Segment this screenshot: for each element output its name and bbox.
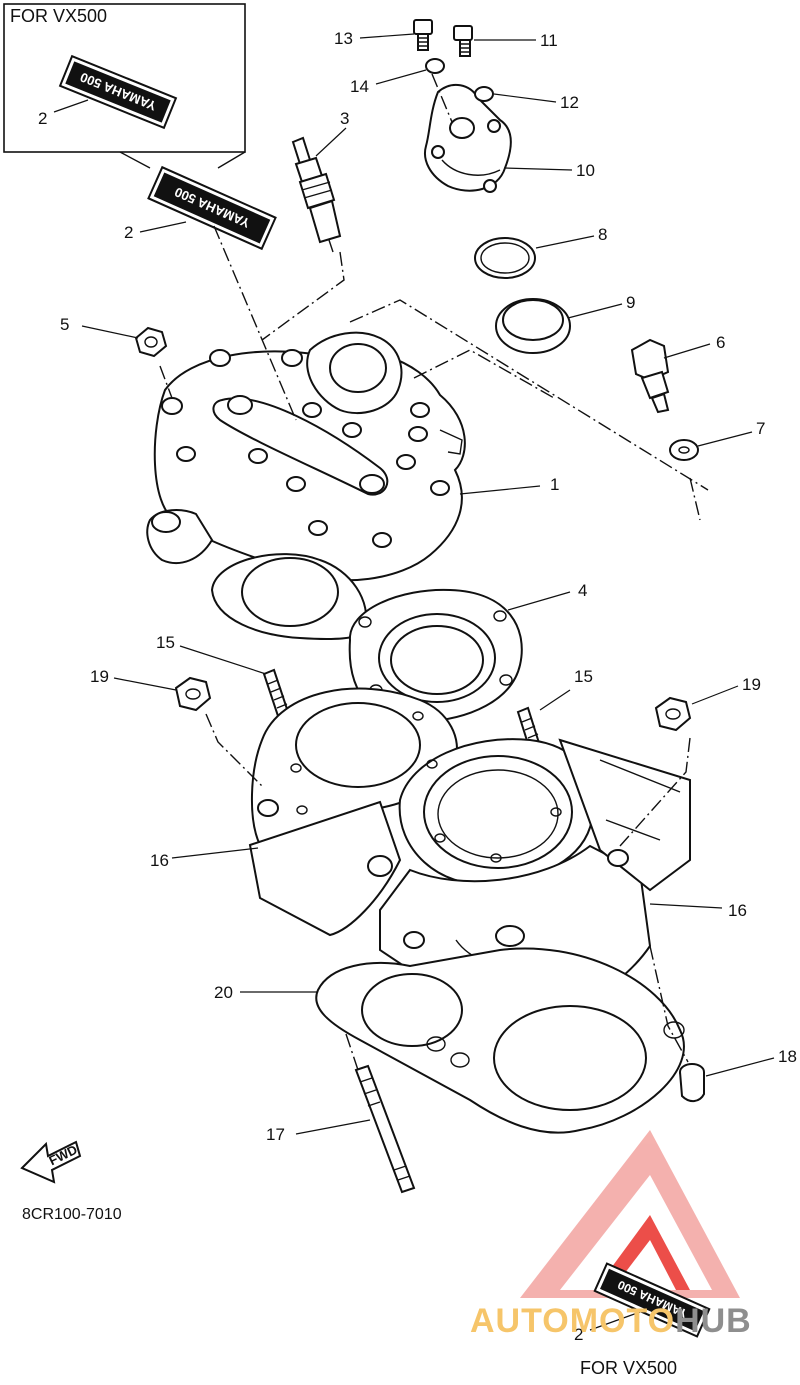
assembly-lines — [159, 73, 709, 1071]
callout-8: 8 — [598, 225, 607, 244]
decal-main: YAMAHA 500 — [147, 165, 277, 251]
callout-16-left: 16 — [150, 851, 169, 870]
callout-13: 13 — [334, 29, 353, 48]
head-gasket-right — [348, 588, 523, 724]
nut-19-right — [654, 696, 692, 732]
callout-2-inset: 2 — [38, 109, 47, 128]
spark-plug — [291, 136, 342, 253]
callout-4: 4 — [578, 581, 587, 600]
callout-11: 11 — [540, 31, 558, 50]
callout-labels: 13 11 14 12 3 10 2 2 8 9 5 6 7 1 4 15 15… — [38, 29, 797, 1344]
callout-14: 14 — [350, 77, 369, 96]
callout-1: 1 — [550, 475, 559, 494]
gasket-9 — [495, 298, 571, 354]
inset-box — [3, 3, 246, 153]
inset-title: FOR VX500 — [10, 6, 108, 26]
callout-15-right: 15 — [574, 667, 593, 686]
callout-3: 3 — [340, 109, 349, 128]
callout-2-bottom: 2 — [574, 1325, 583, 1344]
cylinder-head — [146, 331, 466, 582]
callout-19-right: 19 — [742, 675, 761, 694]
decal-inset: YAMAHA 500 — [58, 54, 178, 130]
head-gasket-left — [210, 553, 368, 641]
callout-2-main: 2 — [124, 223, 133, 242]
o-ring-8 — [474, 237, 536, 279]
bolt-13 — [413, 19, 433, 51]
callout-19-left: 19 — [90, 667, 109, 686]
washer-12 — [474, 86, 494, 102]
watermark-part2: HUB — [675, 1302, 752, 1340]
callout-10: 10 — [576, 161, 595, 180]
callout-5: 5 — [60, 315, 69, 334]
callout-16-right: 16 — [728, 901, 747, 920]
fwd-arrow: FWD — [20, 1140, 82, 1184]
bolt-11 — [453, 25, 473, 57]
diagram-code: 8CR100-7010 — [22, 1206, 122, 1223]
thermostat-cover — [424, 83, 512, 193]
footer-title: FOR VX500 — [580, 1358, 678, 1378]
callout-18: 18 — [778, 1047, 797, 1066]
watermark-text: AUTOMOTOHUB — [470, 1302, 752, 1341]
callout-9: 9 — [626, 293, 635, 312]
washer-14 — [425, 58, 445, 74]
temperature-sensor — [630, 338, 670, 414]
washer-7 — [669, 439, 699, 461]
leader-lines — [53, 33, 775, 1135]
dowel-18 — [679, 1063, 705, 1102]
callout-7: 7 — [756, 419, 765, 438]
base-gasket — [315, 947, 685, 1134]
stud-17 — [354, 1064, 416, 1194]
callout-17: 17 — [266, 1125, 285, 1144]
decal-bottom: YAMAHA 500 — [593, 1262, 711, 1338]
nut-19-left — [174, 676, 212, 712]
nut-5 — [134, 326, 168, 358]
callout-12: 12 — [560, 93, 579, 112]
callout-20: 20 — [214, 983, 233, 1002]
callout-15-left: 15 — [156, 633, 175, 652]
callout-6: 6 — [716, 333, 725, 352]
watermark-part1: AUTOMOTO — [470, 1302, 676, 1340]
